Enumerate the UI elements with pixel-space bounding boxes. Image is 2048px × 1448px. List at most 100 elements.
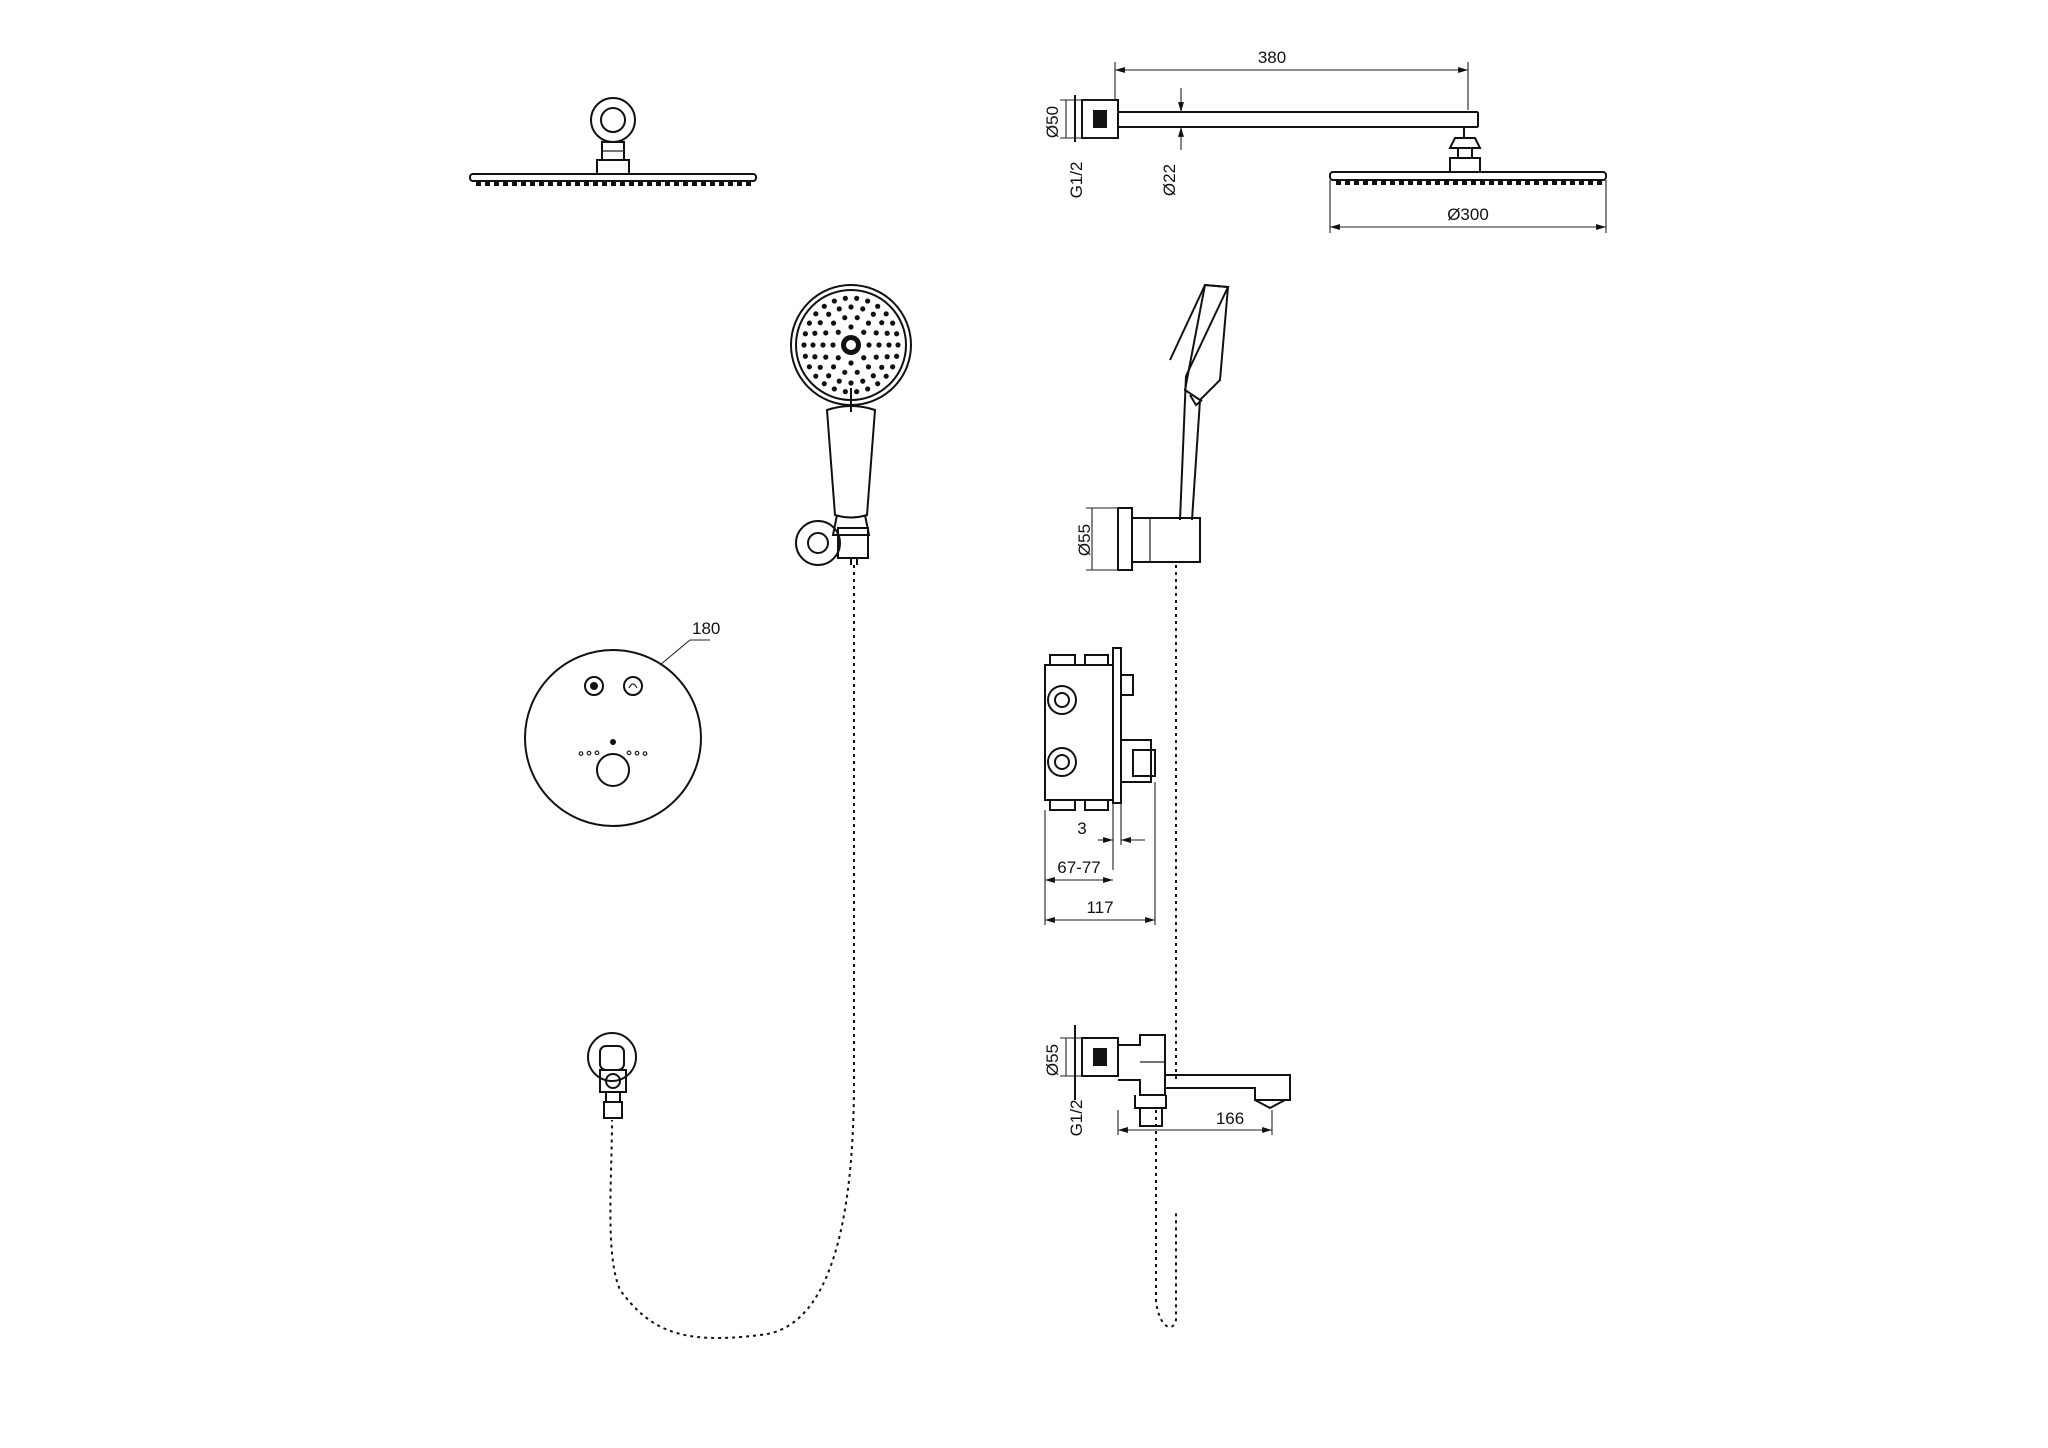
nozzle [1372, 180, 1377, 185]
spray-nozzle [886, 342, 892, 348]
spray-nozzle [842, 295, 848, 301]
spray-nozzle [865, 320, 872, 326]
nozzle [1561, 180, 1566, 185]
nozzle [737, 181, 742, 186]
spray-nozzle [812, 330, 818, 336]
nozzle [1399, 180, 1404, 185]
concealed-box-side-view: 3 67-77 117 [1044, 647, 1156, 925]
spray-nozzle [826, 311, 832, 317]
nozzle [1435, 180, 1440, 185]
scale-mark [594, 750, 600, 756]
nozzle [485, 181, 490, 186]
spray-nozzle [870, 373, 876, 379]
dim-thread-top: G1/2 [1067, 162, 1086, 199]
scale-mark [626, 750, 632, 756]
nozzle [1534, 180, 1539, 185]
nozzle [683, 181, 688, 186]
nozzle [692, 181, 697, 186]
spray-nozzle [806, 364, 812, 370]
scale-mark [634, 750, 640, 756]
spray-nozzle [865, 364, 872, 370]
nozzle [1480, 180, 1485, 185]
nozzle [674, 181, 679, 186]
nozzle [620, 181, 625, 186]
spray-nozzle [895, 342, 901, 348]
thermostatic-mixer-front: 180 [524, 619, 720, 827]
spray-nozzle [865, 298, 871, 304]
scale-mark [642, 751, 648, 756]
spray-nozzle [836, 378, 842, 384]
spray-nozzle [842, 369, 848, 375]
spray-nozzle [817, 364, 823, 370]
nozzle [593, 181, 598, 186]
spray-nozzle [865, 386, 871, 392]
nozzle [701, 181, 706, 186]
spray-nozzle [821, 381, 827, 387]
spray-nozzle [812, 354, 818, 360]
spray-nozzle [842, 315, 848, 321]
nozzle [1471, 180, 1476, 185]
nozzle [1426, 180, 1431, 185]
dim-spout-length: 166 [1216, 1109, 1244, 1128]
spray-nozzle [890, 320, 896, 326]
spray-nozzle [842, 389, 848, 395]
dim-spout-flange-dia: Ø55 [1043, 1044, 1062, 1076]
shower-hose-side [1155, 565, 1177, 1328]
nozzle [503, 181, 508, 186]
spray-nozzle [890, 364, 896, 370]
spray-nozzle [848, 304, 854, 310]
spray-nozzle [835, 329, 841, 335]
nozzle [647, 181, 652, 186]
nozzle [521, 181, 526, 186]
spray-nozzle [860, 306, 866, 312]
nozzle [548, 181, 553, 186]
dim-thread-bottom: G1/2 [1067, 1100, 1086, 1137]
spray-nozzle [830, 364, 837, 370]
nozzle [1345, 180, 1350, 185]
scale-mark [586, 750, 592, 756]
spray-nozzle [802, 353, 808, 359]
spray-nozzle [861, 355, 867, 361]
dim-mixer-plate: 180 [692, 619, 720, 638]
dim-holder-dia: Ø55 [1075, 524, 1094, 556]
rain-arm-side-view: 380 Ø50 G1/2 Ø22 Ø300 [1043, 48, 1607, 233]
spray-nozzle [823, 330, 829, 336]
nozzle [557, 181, 562, 186]
nozzle [602, 181, 607, 186]
nozzle [530, 181, 535, 186]
spray-nozzle [873, 354, 879, 360]
spray-nozzle [883, 373, 889, 379]
wall-outlet-front [587, 1032, 637, 1119]
spray-nozzle [821, 303, 827, 309]
nozzle [728, 181, 733, 186]
spray-nozzle [873, 330, 879, 336]
nozzle [638, 181, 643, 186]
nozzle [1570, 180, 1575, 185]
nozzle [611, 181, 616, 186]
nozzle [512, 181, 517, 186]
nozzle [1498, 180, 1503, 185]
spray-nozzle [802, 331, 808, 337]
nozzle [1525, 180, 1530, 185]
dim-flange-dia-top: Ø50 [1043, 106, 1062, 138]
nozzle [1516, 180, 1521, 185]
nozzle [629, 181, 634, 186]
spray-nozzle [810, 342, 816, 348]
nozzle [1507, 180, 1512, 185]
spray-nozzle [848, 324, 854, 330]
nozzle [494, 181, 499, 186]
nozzle [1390, 180, 1395, 185]
spray-nozzle [806, 320, 812, 326]
dim-depth-range: 67-77 [1057, 858, 1100, 877]
nozzle [539, 181, 544, 186]
spray-nozzle [866, 342, 872, 348]
spray-nozzle [836, 306, 842, 312]
nozzle [1444, 180, 1449, 185]
nozzle [1543, 180, 1548, 185]
nozzle [1552, 180, 1557, 185]
spray-nozzle [823, 354, 829, 360]
scale-mark [610, 739, 616, 745]
spout-side-view: Ø55 G1/2 166 [1043, 1025, 1291, 1137]
nozzle [1588, 180, 1593, 185]
nozzle [1453, 180, 1458, 185]
